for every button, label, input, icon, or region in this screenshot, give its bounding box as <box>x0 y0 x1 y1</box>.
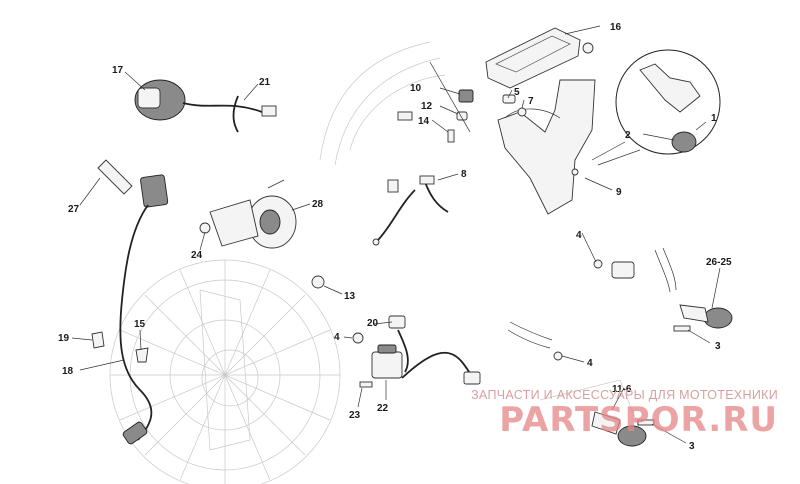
part-22-flasher-relay <box>311 275 481 388</box>
callout-23: 23 <box>349 410 361 421</box>
callout-10: 10 <box>410 83 422 94</box>
part-8-wiring-harness <box>372 175 449 246</box>
callout-4-top: 4 <box>576 230 582 241</box>
callout-15: 15 <box>134 319 146 330</box>
callout-19: 19 <box>58 333 70 344</box>
callout-3-left: 3 <box>689 441 695 452</box>
callout-4-relay: 4 <box>334 332 340 343</box>
callout-13: 13 <box>344 291 356 302</box>
callout-27: 27 <box>68 204 80 215</box>
part-28-horn <box>199 179 297 249</box>
callout-9: 9 <box>616 187 622 198</box>
callout-21: 21 <box>259 77 271 88</box>
part-17-handlebar-switch <box>134 79 277 133</box>
callout-24: 24 <box>191 250 203 261</box>
callout-2: 2 <box>625 130 631 141</box>
callout-8: 8 <box>461 169 467 180</box>
part-16-instrument-cluster <box>485 27 594 89</box>
callout-1: 1 <box>711 113 717 124</box>
callout-11-6: 11-6 <box>612 384 632 395</box>
part-1-2-inset-detail <box>591 49 721 166</box>
callout-26-25: 26-25 <box>706 257 732 268</box>
callout-5: 5 <box>514 87 520 98</box>
part-9-headlight-bracket <box>497 79 596 215</box>
callout-20: 20 <box>367 318 379 329</box>
callout-17: 17 <box>112 65 124 76</box>
callout-7: 7 <box>528 96 534 107</box>
callout-labels: 1 2 3 3 4 4 4 5 7 8 9 10 11-6 12 13 14 1… <box>58 22 732 452</box>
callout-4-bottom: 4 <box>587 358 593 369</box>
callout-3-right: 3 <box>715 341 721 352</box>
callout-16: 16 <box>610 22 622 33</box>
part-11-6-left-indicator <box>507 321 655 447</box>
leader-lines <box>71 25 721 444</box>
context-lines <box>109 41 641 484</box>
callout-14: 14 <box>418 116 430 127</box>
callout-18: 18 <box>62 366 74 377</box>
callout-12: 12 <box>421 101 433 112</box>
callout-28: 28 <box>312 199 324 210</box>
part-26-25-right-indicator <box>593 247 733 332</box>
small-fasteners <box>397 89 527 143</box>
part-27-grip-and-18-cable <box>91 159 169 445</box>
callout-22: 22 <box>377 403 389 414</box>
